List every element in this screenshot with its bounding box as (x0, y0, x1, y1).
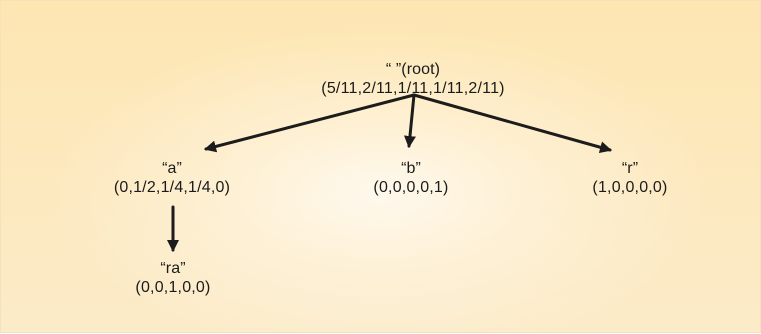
node-root-value: (5/11,2/11,1/11,1/11,2/11) (321, 80, 505, 97)
arrow-root-to-a (204, 93, 416, 153)
arrow-root-to-b (404, 93, 416, 148)
node-ra: “ra” (0,0,1,0,0) (135, 259, 210, 297)
node-b-value: (0,0,0,0,1) (373, 179, 449, 196)
node-root-label: “ ”(root) (385, 61, 441, 78)
node-a-value: (0,1/2,1/4,1/4,0) (113, 179, 231, 196)
arrow-root-to-r (412, 93, 612, 154)
node-b-label: “b” (401, 160, 421, 177)
node-ra-value: (0,0,1,0,0) (135, 279, 211, 296)
node-b: “b” (0,0,0,0,1) (373, 159, 448, 197)
node-ra-label: “ra” (160, 260, 186, 277)
node-a: “a” (0,1/2,1/4,1/4,0) (114, 159, 230, 197)
node-r-label: “r” (621, 160, 639, 177)
node-root: “ ”(root) (5/11,2/11,1/11,1/11,2/11) (321, 60, 504, 98)
node-a-label: “a” (162, 160, 182, 177)
node-r-value: (1,0,0,0,0) (592, 179, 668, 196)
node-r: “r” (1,0,0,0,0) (592, 159, 667, 197)
